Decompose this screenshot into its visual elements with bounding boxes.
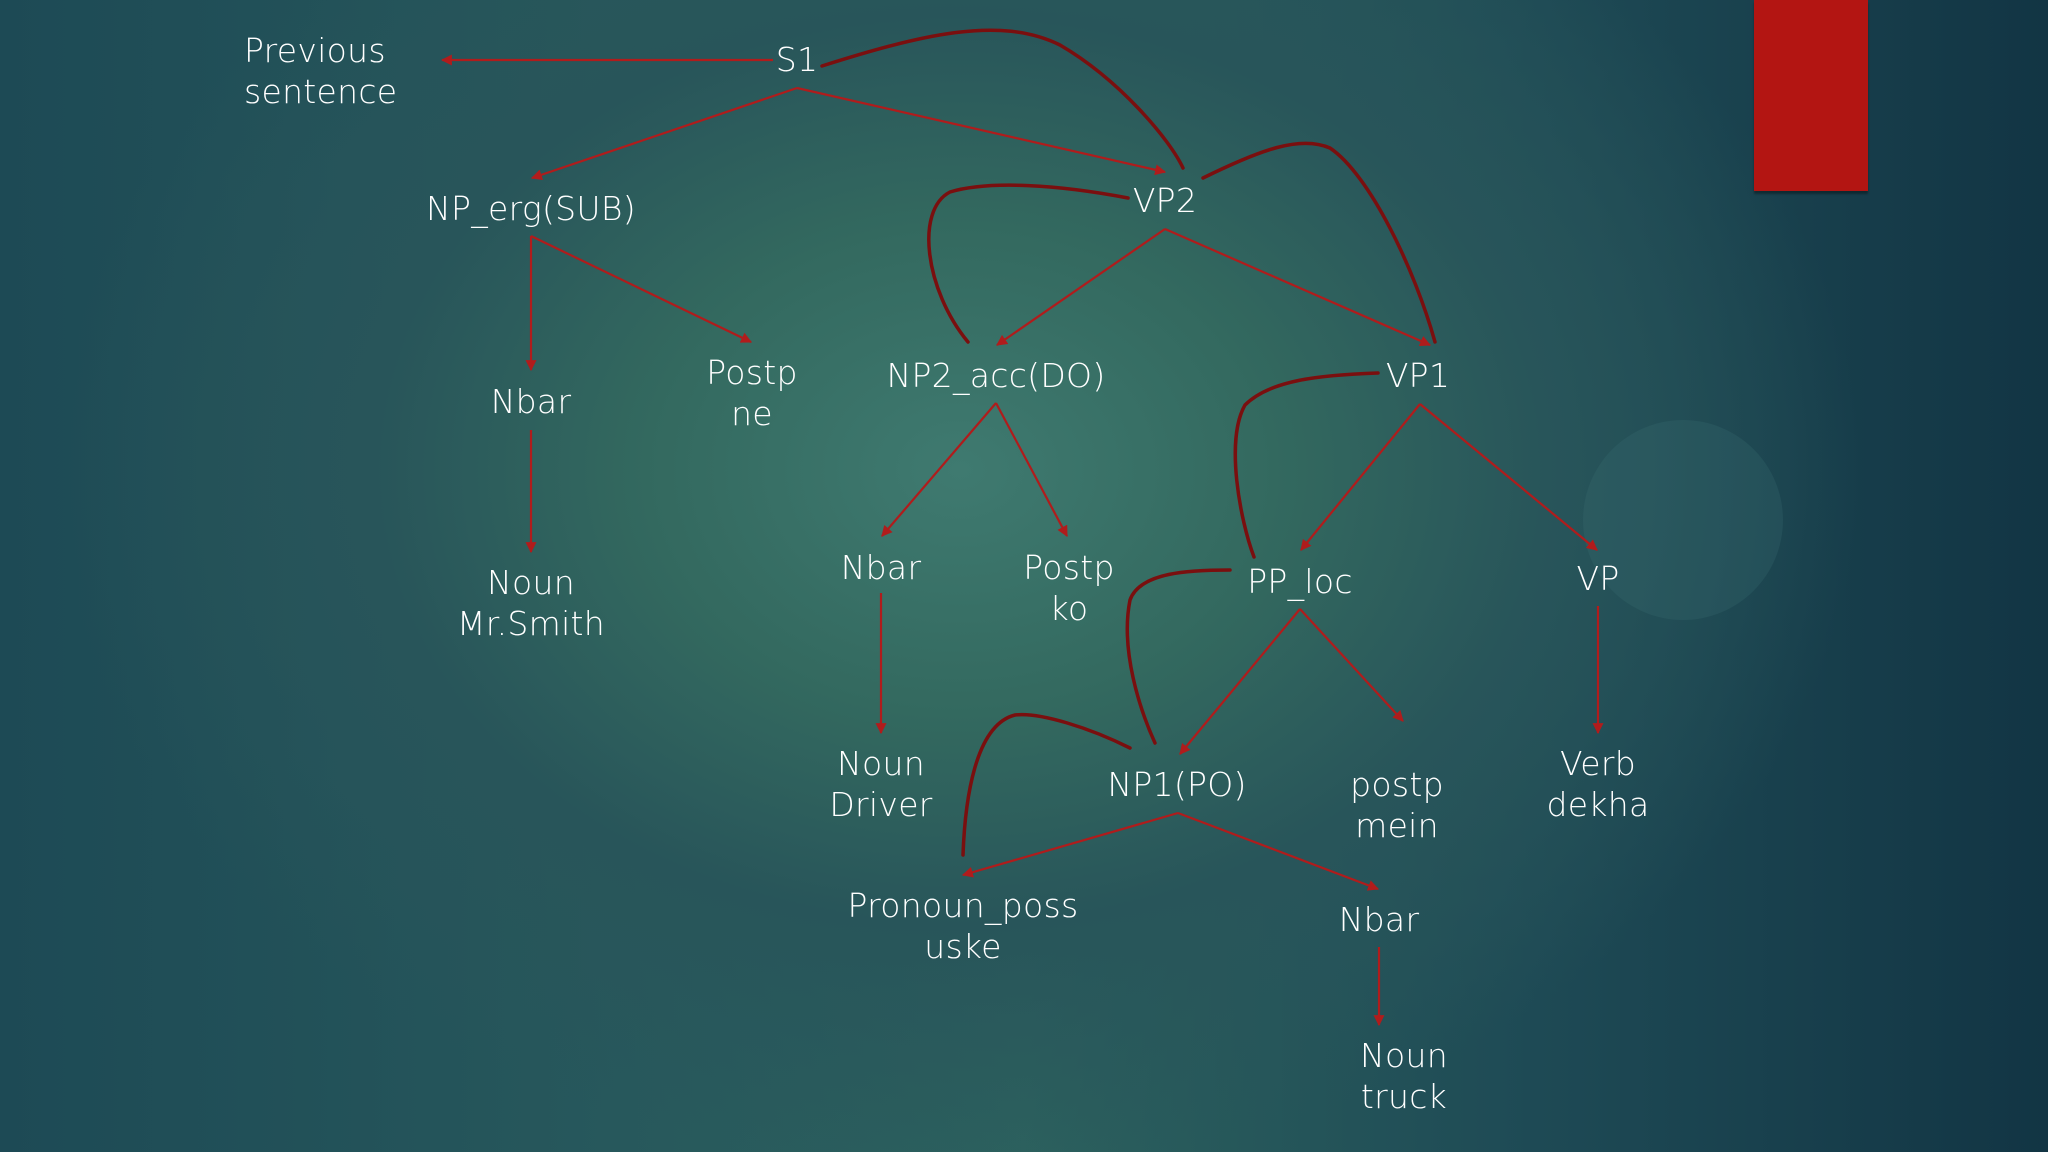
node-label: Nbar — [840, 548, 922, 587]
node-np2-acc-do: NP2_acc(DO) — [886, 355, 1105, 396]
node-np-erg-sub: NP_erg(SUB) — [426, 188, 636, 229]
edge-s1-np-erg — [530, 86, 798, 181]
node-sublabel: ko — [1049, 589, 1089, 628]
node-label: S1 — [775, 40, 819, 79]
node-label: Noun — [487, 563, 575, 602]
node-sublabel: truck — [1360, 1077, 1448, 1116]
node-sublabel: Driver — [829, 785, 933, 824]
node-label: Noun — [1360, 1036, 1448, 1075]
node-pp-loc: PP_loc — [1247, 561, 1353, 602]
edge-pp-loc-np1 — [1179, 608, 1301, 755]
edge-np2-acc-postp — [995, 402, 1068, 537]
edge-np1-pronoun — [961, 811, 1179, 878]
edge-pp-loc-postp — [1299, 608, 1404, 722]
node-label: Verb — [1559, 744, 1637, 783]
node-verb-dekha: Verb dekha — [1547, 743, 1650, 825]
tree-arrows — [440, 54, 1604, 1027]
node-vp2: VP2 — [1133, 180, 1197, 221]
edge-vp1-pp-loc — [1300, 403, 1421, 551]
node-label: Noun — [837, 744, 925, 783]
node-postp-ko: Postp ko — [1023, 547, 1115, 629]
node-sublabel: sentence — [244, 72, 398, 111]
edge-vp2-np2-acc — [996, 228, 1166, 346]
node-sublabel: dekha — [1546, 785, 1650, 824]
node-label: Postp — [1023, 548, 1115, 587]
node-nbar-1: Nbar — [491, 381, 572, 422]
node-label: NP2_acc(DO) — [886, 356, 1106, 395]
node-sublabel: Mr.Smith — [456, 604, 606, 643]
node-vp: VP — [1576, 558, 1619, 599]
curve-vp1-pp-loc — [1233, 371, 1380, 559]
node-label: Nbar — [1338, 900, 1420, 939]
curve-pp-loc-np1 — [1125, 568, 1232, 745]
node-postp-mein: postp mein — [1350, 764, 1444, 846]
edge-np1-nbar — [1177, 811, 1380, 891]
edge-vp2-vp1 — [1164, 227, 1432, 347]
node-label: postp — [1350, 765, 1444, 804]
node-label: VP1 — [1385, 356, 1451, 395]
node-vp1: VP1 — [1386, 355, 1450, 396]
node-label: Postp — [706, 353, 798, 392]
node-sublabel: ne — [731, 394, 773, 433]
node-sublabel: uske — [924, 927, 1002, 966]
node-label: VP2 — [1132, 181, 1198, 220]
node-label: VP — [1576, 559, 1620, 598]
edge-vp1-vp — [1419, 403, 1598, 551]
node-noun-driver: Noun Driver — [829, 743, 932, 825]
curve-np1-pronoun — [961, 712, 1132, 857]
edge-np2-acc-nbar — [881, 402, 997, 537]
edge-s1-vp2 — [796, 86, 1167, 176]
node-label: Pronoun_poss — [847, 886, 1079, 925]
curve-vp2-vp1 — [1201, 141, 1437, 344]
node-label: NP1(PO) — [1107, 765, 1247, 804]
node-pronoun-poss-uske: Pronoun_poss uske — [848, 885, 1079, 967]
node-label: Nbar — [490, 382, 572, 421]
node-postp-ne: Postp ne — [706, 352, 798, 434]
node-noun-truck: Noun truck — [1360, 1035, 1448, 1117]
node-label: NP_erg(SUB) — [426, 189, 636, 228]
node-previous-sentence: Previous sentence — [244, 30, 397, 112]
node-np1-po: NP1(PO) — [1107, 764, 1246, 805]
node-label: Previous — [244, 31, 386, 70]
node-nbar-2: Nbar — [841, 547, 922, 588]
decorative-circle — [1583, 420, 1783, 620]
node-nbar-3: Nbar — [1339, 899, 1420, 940]
edge-np-erg-postp — [530, 235, 752, 343]
accent-bar — [1754, 0, 1868, 191]
node-label: PP_loc — [1247, 562, 1353, 601]
node-sublabel: mein — [1355, 806, 1439, 845]
node-noun-mr-smith: Noun Mr.Smith — [457, 562, 605, 644]
curve-s1-vp2 — [820, 28, 1185, 170]
node-s1: S1 — [776, 39, 819, 80]
dependency-curves — [820, 28, 1437, 857]
curve-vp2-np2-acc — [927, 183, 1130, 344]
